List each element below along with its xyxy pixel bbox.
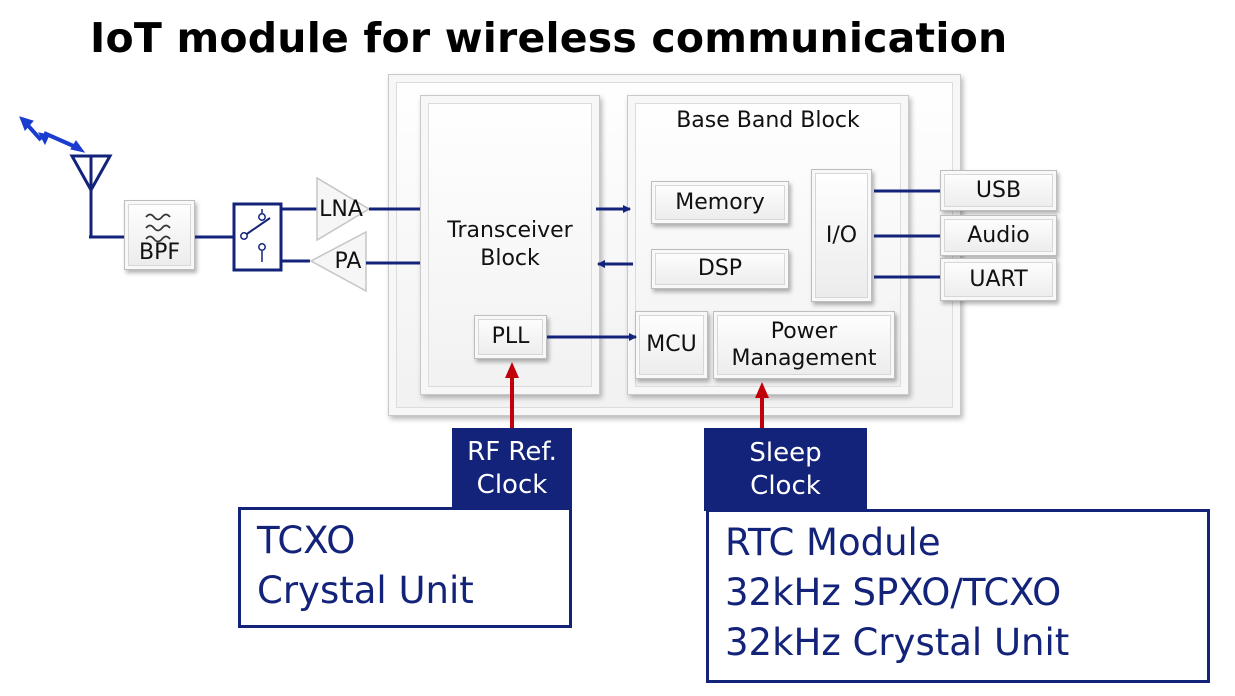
rtc-line-1: RTC Module [725, 521, 941, 564]
rf-switch-icon [232, 202, 283, 272]
io-block: I/O [811, 169, 872, 302]
rtc-line-3: 32kHz Crystal Unit [725, 621, 1070, 664]
rtc-source-box: RTC Module 32kHz SPXO/TCXO 32kHz Crystal… [706, 509, 1210, 683]
mcu-block: MCU [635, 311, 708, 379]
lna-label: LNA [319, 197, 363, 222]
sleep-clock-label: Sleep Clock [704, 428, 867, 511]
audio-port: Audio [940, 215, 1057, 256]
dsp-block: DSP [651, 249, 789, 289]
tcxo-line-2: Crystal Unit [257, 569, 474, 612]
rf-ref-clock-label: RF Ref. Clock [452, 428, 572, 509]
radio-waves-icon [19, 116, 86, 153]
transceiver-label: Transceiver Block [447, 218, 573, 271]
filter-wave-icon [145, 213, 171, 243]
uart-port: UART [940, 258, 1057, 301]
tcxo-source-box: TCXO Crystal Unit [238, 507, 572, 628]
tcxo-line-1: TCXO [257, 519, 356, 562]
antenna-icon [69, 154, 113, 238]
power-management-block: Power Management [713, 311, 895, 379]
bpf-block: BPF [124, 200, 195, 270]
clock-arrows [505, 362, 769, 428]
lna-amplifier-icon [316, 176, 371, 242]
baseband-label: Base Band Block [676, 108, 860, 133]
diagram-title: IoT module for wireless communication [90, 14, 1008, 62]
pa-label: PA [334, 249, 362, 274]
rtc-line-2: 32kHz SPXO/TCXO [725, 571, 1062, 614]
usb-port: USB [940, 170, 1057, 211]
memory-block: Memory [651, 181, 789, 224]
bpf-label: BPF [138, 240, 180, 265]
pll-block: PLL [474, 315, 547, 359]
